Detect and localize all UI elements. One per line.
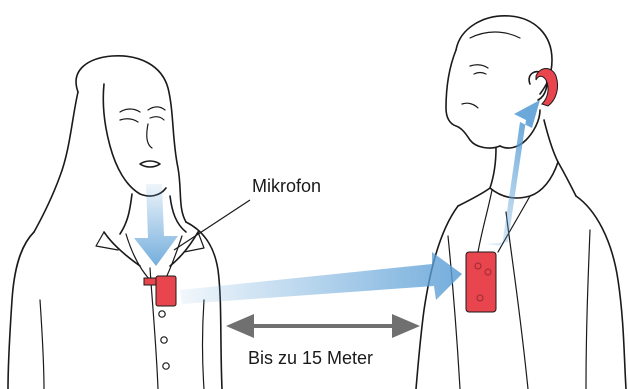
distance-arrow	[226, 314, 420, 338]
microphone-label: Mikrofon	[252, 176, 321, 197]
microphone-device	[144, 276, 176, 306]
woman-figure	[8, 56, 222, 389]
signal-arrow-mouth-to-mic	[134, 184, 178, 266]
microphone-pointer-line	[174, 200, 250, 250]
signal-arrow-mic-to-receiver	[180, 252, 462, 304]
man-figure	[416, 16, 626, 389]
distance-label: Bis zu 15 Meter	[248, 348, 373, 369]
receiver-device	[466, 252, 496, 312]
